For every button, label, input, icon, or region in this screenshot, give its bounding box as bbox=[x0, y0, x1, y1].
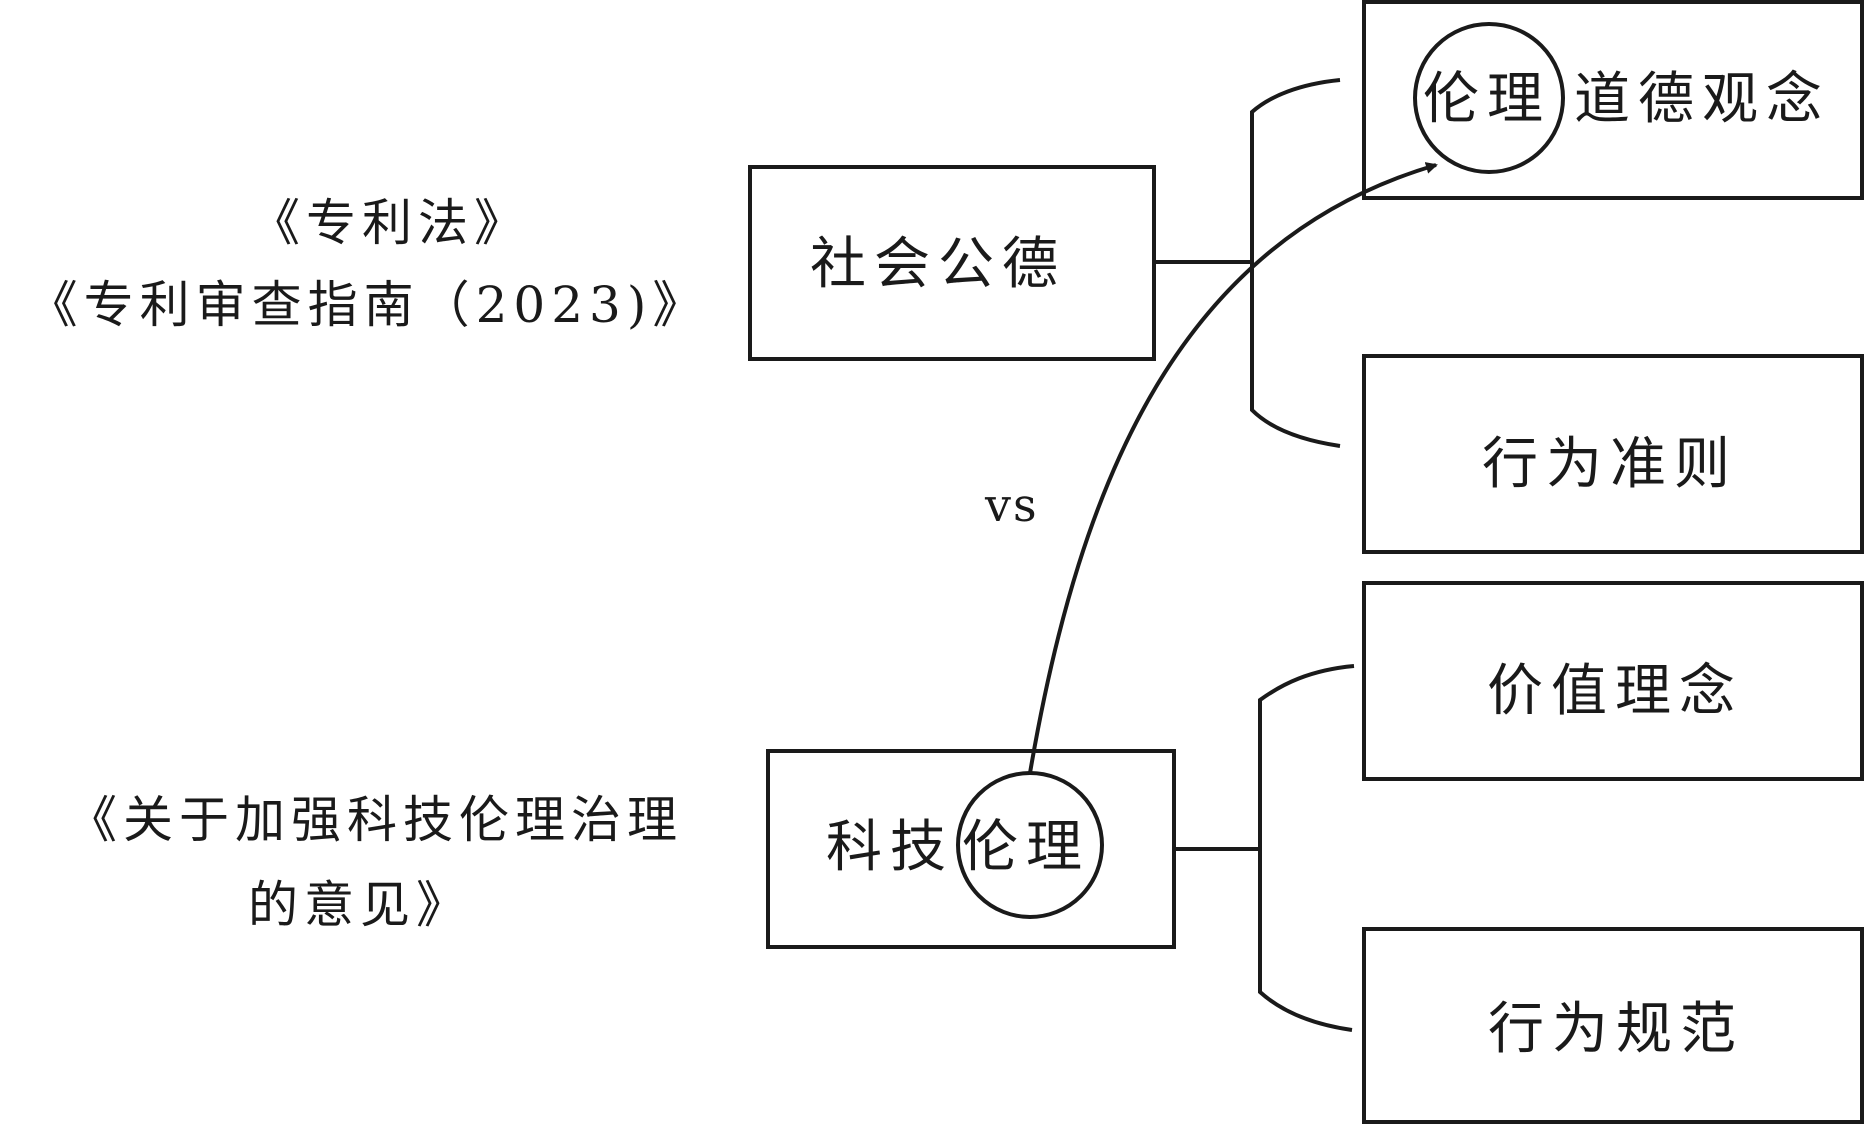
tech-ethics-prefix-label: 科技 bbox=[826, 815, 954, 880]
vs-label: vs bbox=[985, 478, 1039, 532]
moral-concepts-box bbox=[1362, 0, 1864, 200]
social-morality-label: 社会公德 bbox=[810, 232, 1066, 297]
moral-concepts-circled-label: 伦理 bbox=[1423, 67, 1551, 132]
ethics-opinion-title-line2: 的意见》 bbox=[248, 876, 472, 934]
patent-guide-title: 《专利审查指南（2023)》 bbox=[27, 276, 709, 334]
conduct-norms-label: 行为准则 bbox=[1482, 432, 1738, 497]
tech-ethics-circled-label: 伦理 bbox=[962, 815, 1090, 880]
value-concepts-box bbox=[1362, 581, 1864, 781]
moral-concepts-circle bbox=[1413, 22, 1565, 174]
patent-law-title: 《专利法》 bbox=[250, 194, 530, 252]
behavior-standards-box bbox=[1362, 927, 1864, 1124]
social-morality-box bbox=[748, 165, 1156, 361]
behavior-standards-label: 行为规范 bbox=[1488, 997, 1744, 1062]
ethics-opinion-title-line1: 《关于加强科技伦理治理 bbox=[67, 791, 683, 849]
moral-concepts-label: 道德观念 bbox=[1574, 67, 1830, 132]
tech-ethics-box bbox=[766, 749, 1176, 949]
upper-bracket bbox=[1250, 78, 1341, 448]
conduct-norms-box bbox=[1362, 354, 1864, 554]
lower-bracket bbox=[1258, 664, 1355, 1032]
value-concepts-label: 价值理念 bbox=[1487, 659, 1743, 724]
ethics-link-arrow bbox=[1028, 162, 1438, 774]
